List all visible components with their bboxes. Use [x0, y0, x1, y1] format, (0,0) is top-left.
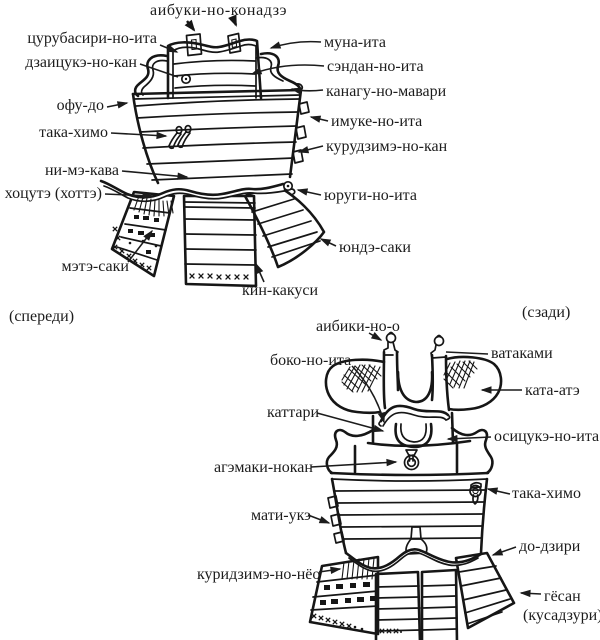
svg-text:мэтэ-саки: мэтэ-саки: [61, 258, 129, 275]
svg-text:(спереди): (спереди): [9, 308, 74, 325]
svg-text:курудзимэ-но-кан: курудзимэ-но-кан: [326, 138, 448, 155]
svg-text:муна-ита: муна-ита: [324, 34, 386, 51]
svg-text:така-химо: така-химо: [39, 124, 108, 141]
svg-text:дзаицукэ-но-кан: дзаицукэ-но-кан: [25, 54, 137, 71]
svg-text:боко-но-ита: боко-но-ита: [270, 352, 351, 369]
svg-text:цурубасири-но-ита: цурубасири-но-ита: [27, 30, 157, 47]
svg-text:ката-атэ: ката-атэ: [525, 382, 580, 399]
svg-text:офу-до: офу-до: [57, 97, 104, 114]
svg-text:куридзимэ-но-нёо: куридзимэ-но-нёо: [197, 566, 320, 583]
svg-text:мати-укэ: мати-укэ: [251, 507, 311, 524]
svg-text:каттари: каттари: [267, 404, 320, 421]
svg-text:до-дзири: до-дзири: [519, 538, 581, 555]
svg-text:юндэ-саки: юндэ-саки: [339, 239, 411, 256]
svg-text:аибуки-но-конадзэ: аибуки-но-конадзэ: [150, 2, 287, 19]
svg-text:гёсан: гёсан: [544, 588, 581, 605]
svg-text:(кусадзури): (кусадзури): [523, 607, 600, 624]
svg-text:осицукэ-но-ита: осицукэ-но-ита: [494, 428, 599, 445]
svg-text:така-химо: така-химо: [512, 485, 581, 502]
svg-text:аибики-но-о: аибики-но-о: [316, 318, 400, 335]
svg-text:(сзади): (сзади): [522, 304, 570, 321]
svg-text:хоцутэ (хоттэ): хоцутэ (хоттэ): [5, 185, 102, 202]
svg-text:имуке-но-ита: имуке-но-ита: [331, 113, 422, 130]
svg-text:ни-мэ-кава: ни-мэ-кава: [45, 162, 119, 179]
svg-text:канагу-но-мавари: канагу-но-мавари: [326, 83, 447, 100]
svg-text:юруги-но-ита: юруги-но-ита: [324, 187, 417, 204]
svg-text:кин-какуси: кин-какуси: [242, 282, 319, 299]
svg-text:сэндан-но-ита: сэндан-но-ита: [327, 58, 424, 75]
svg-text:ватаками: ватаками: [491, 345, 553, 362]
svg-text:агэмаки-нокан: агэмаки-нокан: [214, 459, 313, 476]
